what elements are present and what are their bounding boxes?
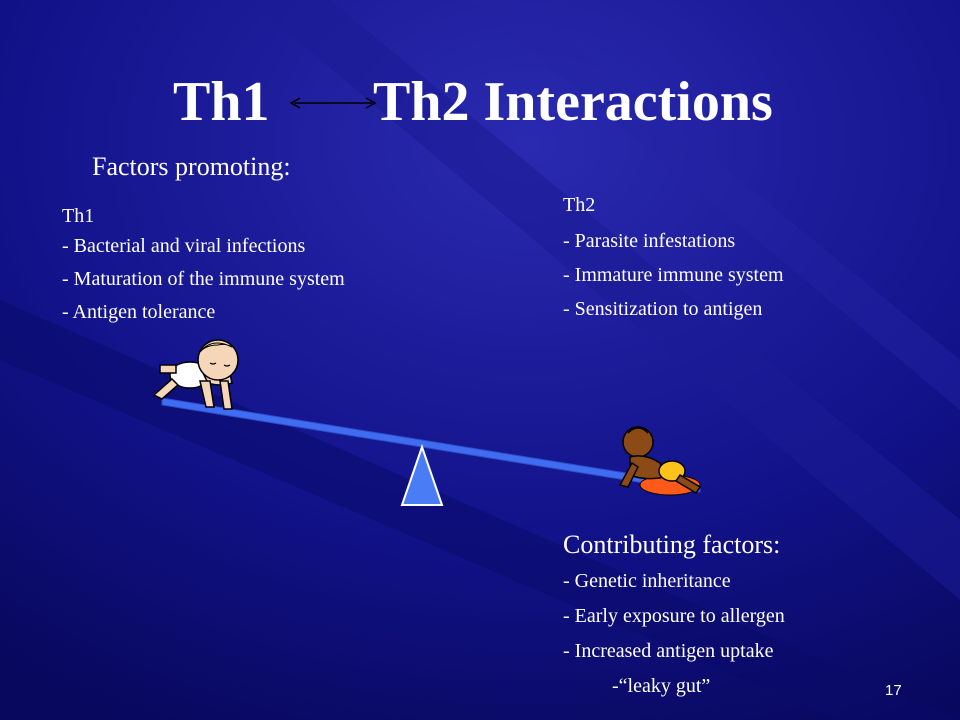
seesaw-beam [161,397,701,493]
fulcrum-triangle [400,443,444,506]
contributing-item: - Increased antigen uptake [563,640,774,662]
double-arrow-icon [289,97,377,109]
th1-item: - Antigen tolerance [62,301,216,323]
th2-item: - Sensitization to antigen [563,298,763,320]
crawling-baby-right-icon [618,426,702,496]
th2-item: - Immature immune system [563,264,784,286]
th1-item: - Bacterial and viral infections [62,235,306,257]
factors-heading: Factors promoting: [92,152,291,181]
crawling-baby-left-icon [152,339,239,410]
contributing-item: - Genetic inheritance [563,570,731,592]
seesaw-illustration [152,339,702,506]
th1-label: Th1 [62,205,95,227]
th2-item: - Parasite infestations [563,230,736,252]
contributing-heading: Contributing factors: [563,530,781,559]
title-right: Th2 Interactions [373,71,773,133]
th1-item: - Maturation of the immune system [62,268,345,290]
th2-label: Th2 [563,194,596,216]
contributing-item: - Early exposure to allergen [563,605,785,627]
title-left: Th1 [173,71,270,133]
contributing-sub-item: -“leaky gut” [612,675,711,697]
page-number: 17 [885,682,902,699]
